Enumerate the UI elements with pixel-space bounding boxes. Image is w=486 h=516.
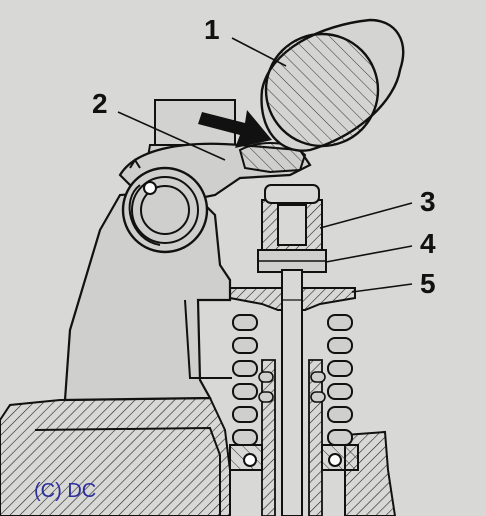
leader-1: [231, 37, 287, 67]
callout-2: 2: [92, 88, 108, 119]
callout-5: 5: [420, 268, 436, 299]
rocker-pivot: [121, 166, 209, 254]
leader-3: [319, 202, 413, 229]
valve-spring-right: [327, 314, 353, 446]
leader-5: [351, 283, 413, 293]
copyright-label: (C) DC: [34, 480, 97, 502]
callout-1: 1: [204, 14, 220, 45]
valve-guide: [261, 359, 276, 516]
callout-4: 4: [420, 228, 436, 259]
force-arrow: [198, 110, 272, 148]
leader-2: [117, 111, 226, 161]
valve-spring-left: [232, 314, 258, 446]
valve-stem: [281, 269, 303, 516]
camshaft: [264, 32, 380, 148]
callout-3: 3: [420, 186, 436, 217]
leader-4: [325, 245, 413, 263]
